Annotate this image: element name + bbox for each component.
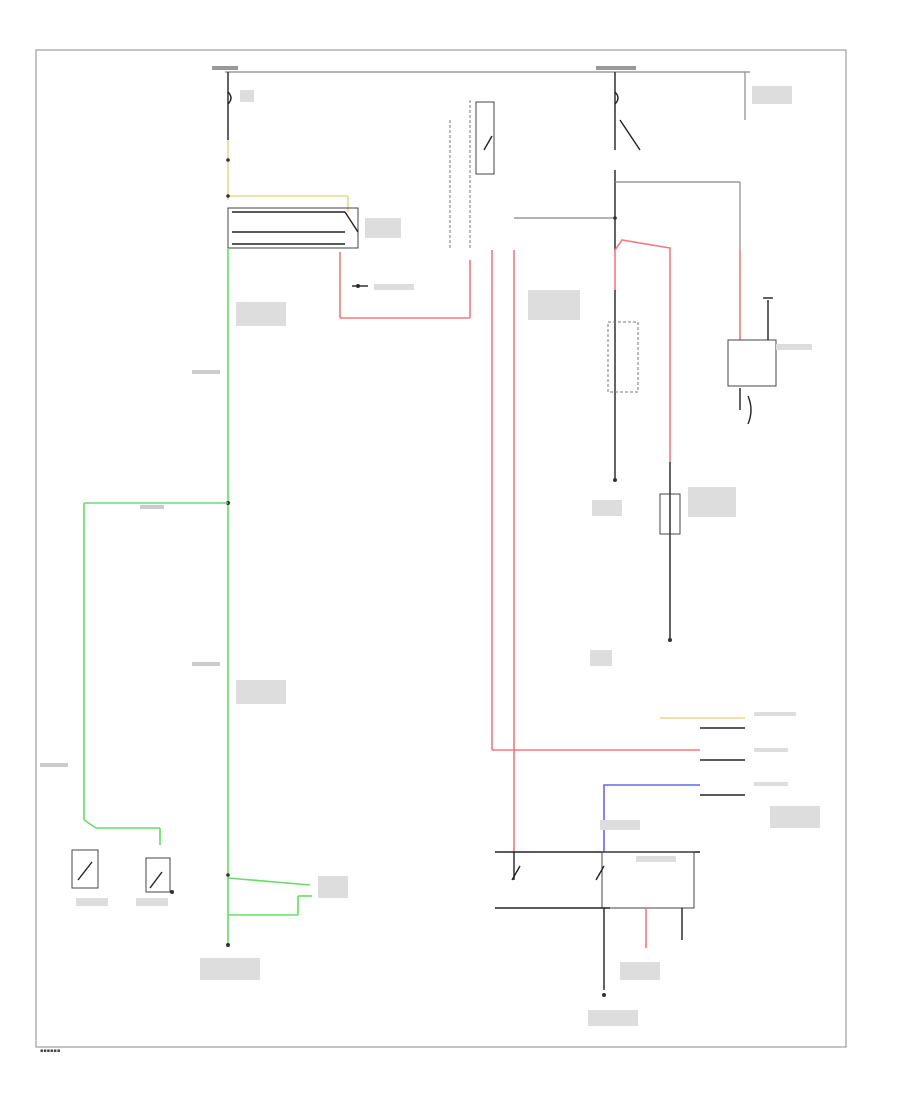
red-wire-upper-left xyxy=(339,252,471,319)
diagram-border xyxy=(35,49,847,1048)
right-fuse-column xyxy=(607,72,741,482)
green-main-column xyxy=(83,248,312,945)
label-marks xyxy=(40,66,820,1026)
control-module xyxy=(495,851,700,997)
ground-point xyxy=(226,943,230,947)
switch-box xyxy=(475,101,495,175)
top-power-bus xyxy=(225,71,750,120)
horn-relay-area xyxy=(727,250,777,425)
connector-rows xyxy=(603,717,745,852)
pcm-component xyxy=(659,462,681,642)
brake-switch xyxy=(71,849,99,889)
tail-switch xyxy=(145,857,171,893)
left-fuse-column xyxy=(226,72,359,249)
red-long-wire xyxy=(491,217,700,852)
footer-code: ▪▪▪▪▪▪ xyxy=(40,1048,60,1054)
